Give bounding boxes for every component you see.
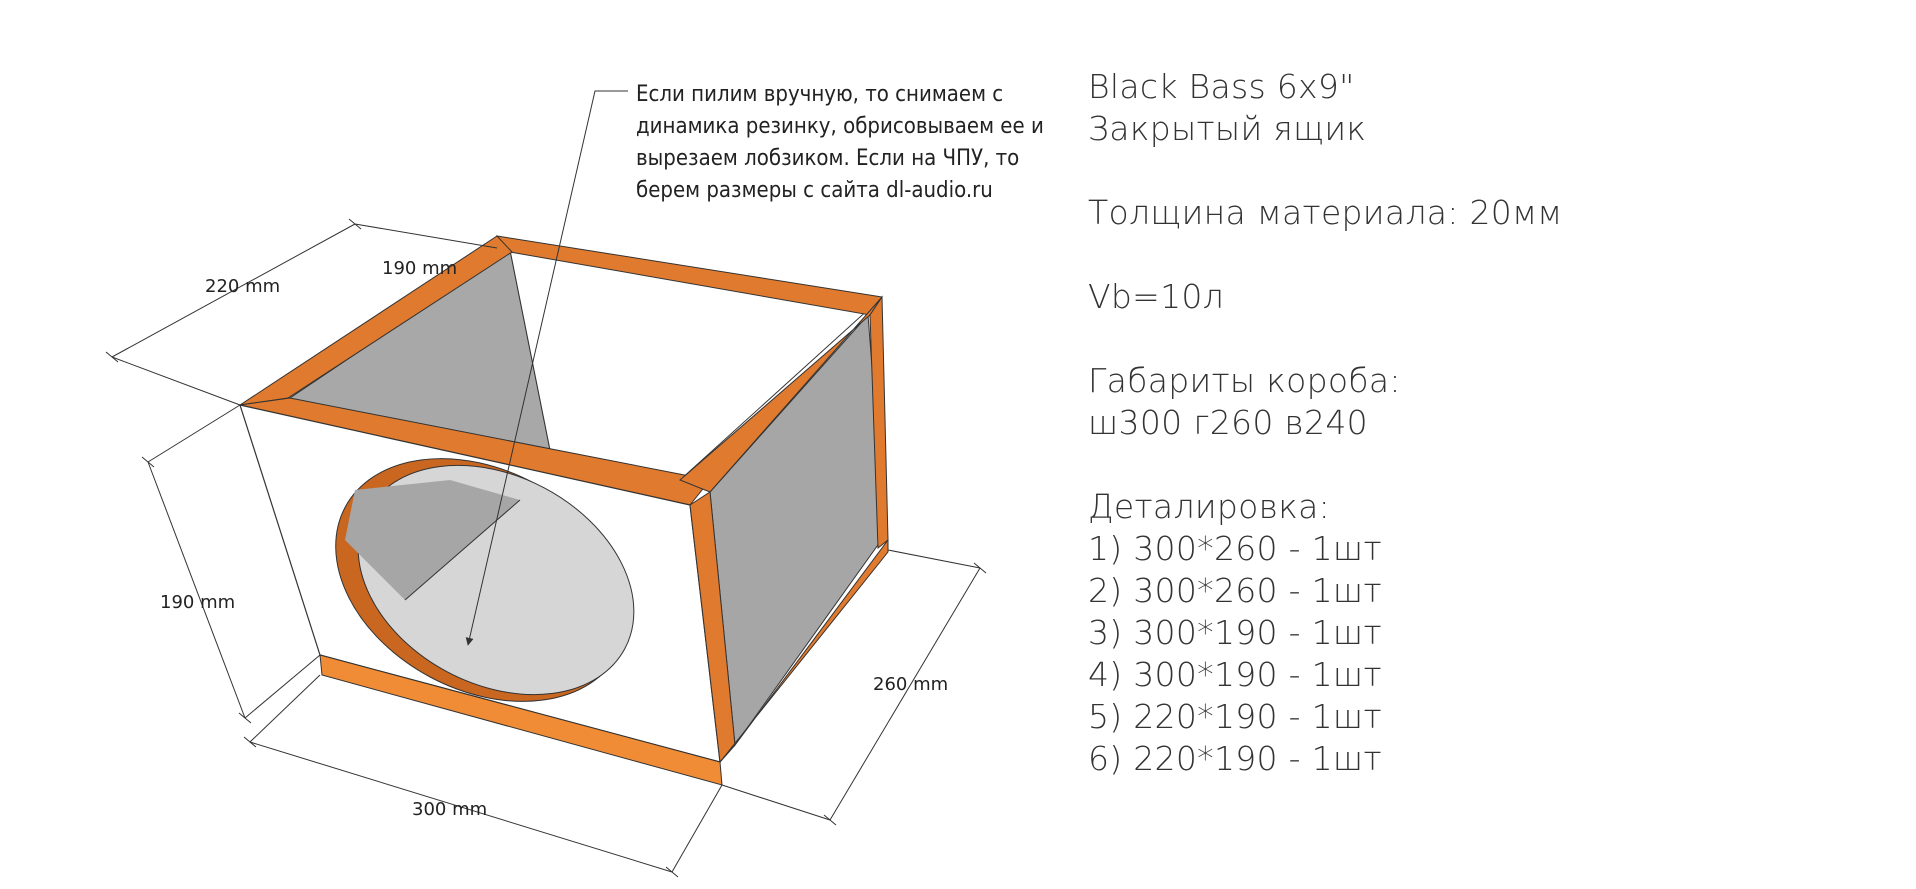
dim-label-190-top: 190 mm [382,258,457,279]
dim-label-300: 300 mm [412,799,487,820]
callout-line-3: вырезаем лобзиком. Если на ЧПУ, то [636,146,1019,171]
material-thickness: Толщина материала: 20мм [1088,193,1563,232]
speaker-cutout-shadow [345,480,520,600]
bottom-right-edge [719,538,889,763]
box-subtitle: Закрытый ящик [1088,109,1367,148]
box-volume: Vb=10л [1088,277,1225,316]
part-item: 3) 300*190 - 1шт [1088,613,1382,652]
callout-line-4: берем размеры с сайта dl-audio.ru [636,178,993,203]
callout-leader [465,90,628,646]
part-item: 6) 220*190 - 1шт [1088,739,1382,778]
part-item: 2) 300*260 - 1шт [1088,571,1382,610]
box-title: Black Bass 6x9" [1088,67,1355,106]
callout-line-1: Если пилим вручную, то снимаем с [636,82,1003,107]
dimensions-title: Габариты короба: [1088,361,1401,400]
part-item: 1) 300*260 - 1шт [1088,529,1382,568]
callout-line-2: динамика резинку, обрисовываем ее и [636,114,1044,139]
dimensions-value: ш300 г260 в240 [1088,403,1368,442]
specs-notes: Black Bass 6x9" Закрытый ящик Толщина ма… [1088,66,1888,780]
parts-title: Деталировка: [1088,487,1331,526]
dim-label-190-height: 190 mm [160,592,235,613]
part-item: 4) 300*190 - 1шт [1088,655,1382,694]
cutout-divider-line [404,499,521,601]
dim-label-260: 260 mm [873,674,948,695]
dim-label-220: 220 mm [205,276,280,297]
part-item: 5) 220*190 - 1шт [1088,697,1382,736]
dimension-lines [105,218,987,878]
